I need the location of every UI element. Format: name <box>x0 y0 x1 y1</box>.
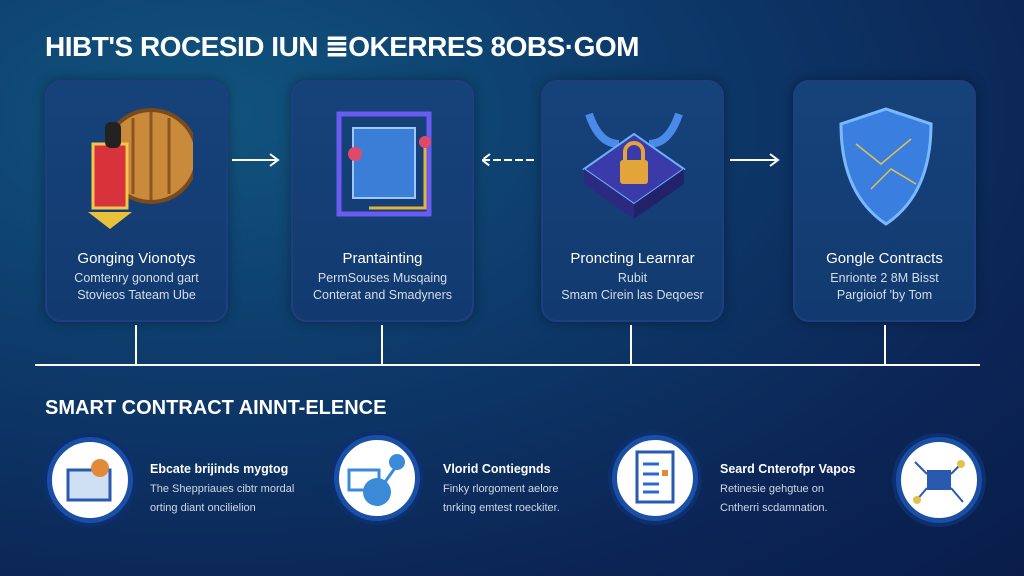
connector-line <box>135 325 137 365</box>
card-title: Prantainting <box>342 250 423 267</box>
padlock-platform-icon <box>582 112 686 219</box>
document-list-icon <box>612 435 698 521</box>
card-title: Gongle Contracts <box>826 250 943 267</box>
arrow-left-icon <box>480 153 534 167</box>
connector-line <box>884 325 886 365</box>
shield-icon <box>839 107 933 226</box>
wallet-lock-icon <box>88 108 193 229</box>
page-title: HIBT'S ROCESID IUN ≣OKERRES 8OBS·GOM <box>45 31 639 62</box>
timeline-divider <box>35 364 980 366</box>
circuit-board-icon <box>336 111 432 217</box>
section-title: SMART CONTRACT AINNT-ELENCE <box>45 397 387 419</box>
network-node-icon <box>334 435 420 521</box>
arrow-right-icon <box>730 153 780 167</box>
connector-line <box>381 325 383 365</box>
card-title: Gonging Vionotys <box>77 250 196 267</box>
connector-line <box>630 325 632 365</box>
card-title: Proncting Learnrar <box>570 250 695 267</box>
shopping-box-icon <box>47 437 133 523</box>
circuit-chip-icon <box>896 437 982 523</box>
arrow-right-icon <box>232 153 280 167</box>
